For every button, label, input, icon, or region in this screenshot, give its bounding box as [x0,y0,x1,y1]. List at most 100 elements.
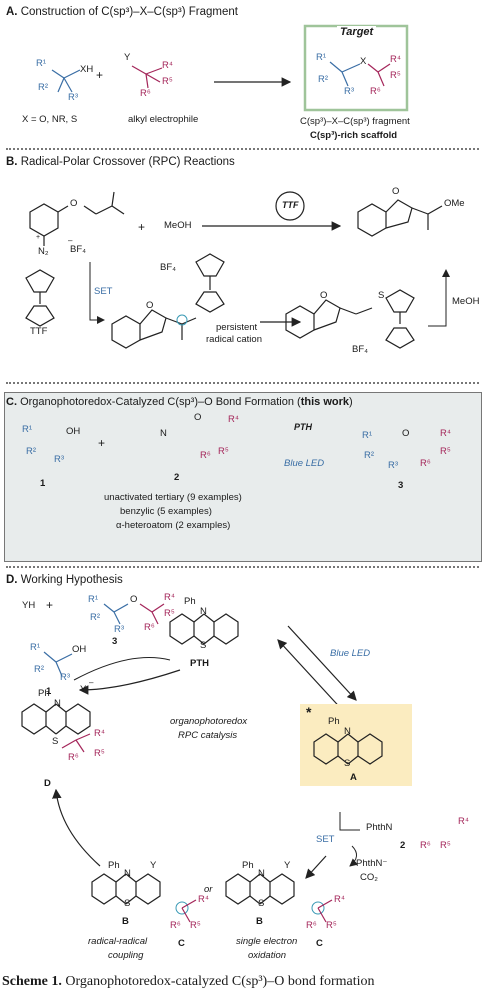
or-label: or [204,884,213,895]
b-catalyst: TTF [282,200,299,210]
path-right-1: single electron [236,936,298,947]
t-r1: R¹ [316,52,327,63]
c-r5: R⁵ [218,446,229,457]
c-p-r5: R⁵ [440,446,451,457]
br-ph: Ph [242,860,254,871]
c-conditions: Blue LED [284,458,325,469]
section-c-panel [4,392,482,562]
b-diaz-n2: N₂ [38,246,49,257]
d-a-r2: R² [34,664,45,675]
scaffold-label: C(sp³)-rich scaffold [310,130,398,141]
pth-ph: Ph [184,596,196,607]
section-d-header: D. Working Hypothesis [6,574,123,586]
a-r1: R¹ [36,58,47,69]
a-xh: XH [80,64,94,75]
a-r4: R⁴ [162,60,173,71]
excited-star: * [306,704,312,720]
bl-r4: R⁴ [198,894,209,905]
d-blue-led: Blue LED [330,648,371,659]
b-diaz-o: O [70,198,78,209]
d-e-r6: R⁶ [420,840,431,851]
electrophile-label: alkyl electrophile [128,114,199,125]
c-oh: OH [66,426,81,437]
bl-r6: R⁶ [170,920,181,931]
intermediate-d: D [44,778,51,789]
d-ph: Ph [38,688,50,699]
c-num-1: 1 [40,478,46,489]
b-methanol: MeOH [164,220,192,231]
t-r2: R² [318,74,329,85]
scope-3: α-heteroatom (2 examples) [116,520,231,531]
scope-2: benzylic (5 examples) [120,506,212,517]
a-s: S [344,758,351,769]
a-r3: R³ [68,92,79,103]
br-y: Y [284,860,291,871]
t-x: X [360,56,367,67]
br-b: B [256,916,263,927]
a-r6: R⁶ [140,88,151,99]
br-r4: R⁴ [334,894,345,905]
d-r5: R⁵ [94,748,105,759]
a-n: N [344,726,351,737]
center-line1: organophotoredox [170,716,248,727]
b-sulfonium-o: O [320,290,328,301]
d-y-minus: – [89,678,94,687]
b-radical-o: O [146,300,154,311]
excited-label: A [350,772,357,783]
d-phthn-anion: PhthN⁻ [356,858,388,869]
bl-n: N [124,868,131,879]
c-r2: R² [26,446,37,457]
d-p-r4: R⁴ [164,592,175,603]
b-diaz-minus: – [68,236,73,245]
d-s: S [52,736,59,747]
b-sulfonium-bf4: BF₄ [352,344,369,355]
t-r3: R³ [344,86,355,97]
d-r6: R⁶ [68,752,79,763]
pth-n: N [200,606,207,617]
b-methanol-2: MeOH [452,296,480,307]
path-left-1: radical-radical [88,936,148,947]
bl-ph: Ph [108,860,120,871]
ttf-label: TTF [30,326,48,337]
c-r6: R⁶ [200,450,211,461]
pth-label: PTH [190,658,209,669]
x-def: X = O, NR, S [22,114,78,125]
d-set: SET [316,834,335,845]
b-diaz-plus: + [36,234,41,241]
bl-s: S [124,898,131,909]
section-c-header: C. Organophotoredox-Catalyzed C(sp³)–O B… [6,396,353,408]
d-p-r1: R¹ [88,594,99,605]
c-p-r6: R⁶ [420,458,431,469]
c-plus: + [98,436,106,450]
d-yh: YH [22,600,36,611]
c-catalyst: PTH [294,422,312,432]
bl-r5: R⁵ [190,920,201,931]
d-n: N [54,698,61,709]
b-product-o: O [392,186,400,197]
br-r5: R⁵ [326,920,337,931]
c-num-2: 2 [174,472,180,483]
d-ester-num: 2 [400,840,406,851]
bl-y: Y [150,860,157,871]
scope-1: unactivated tertiary (9 examples) [104,492,242,503]
b-set: SET [94,286,113,297]
d-y: Y [80,684,87,695]
c-r3: R³ [54,454,65,465]
c-p-r3: R³ [388,460,399,471]
t-r6: R⁶ [370,86,381,97]
bl-c: C [178,938,185,949]
a-y: Y [124,52,131,63]
br-c: C [316,938,323,949]
d-co2: CO₂ [360,872,378,883]
path-right-2: oxidation [248,950,287,961]
t-r5: R⁵ [390,70,401,81]
section-b-header: B. Radical-Polar Crossover (RPC) Reactio… [6,156,235,168]
c-p-r2: R² [364,450,375,461]
d-p-r3: R³ [114,624,125,635]
b-s-label: S [378,290,385,301]
divider-bc [6,382,479,384]
d-a-r3: R³ [60,672,71,683]
d-p-r2: R² [90,612,101,623]
c-r1: R¹ [22,424,33,435]
